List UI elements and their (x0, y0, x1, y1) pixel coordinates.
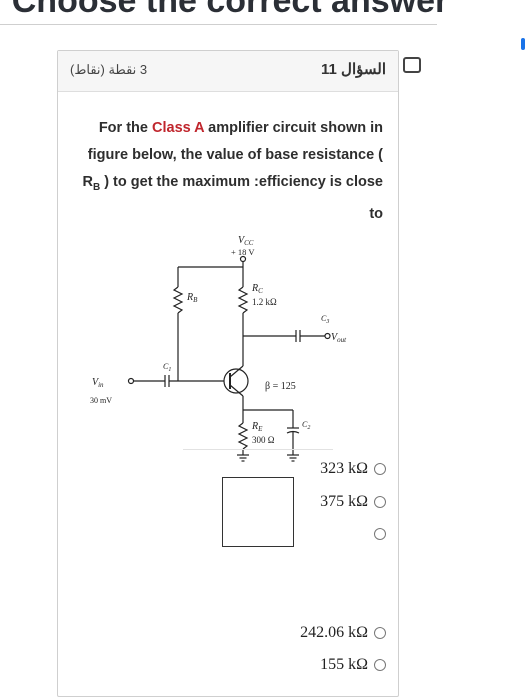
radio-button[interactable] (374, 528, 386, 540)
option-4[interactable]: 242.06 kΩ (300, 621, 386, 645)
rb-label: RB (186, 292, 198, 304)
divider (183, 449, 333, 450)
vin-value: 30 mV (90, 396, 112, 405)
c1-label: C1 (163, 362, 171, 373)
page-heading: Choose the correct answer (0, 0, 460, 18)
option-label: 155 kΩ (320, 656, 368, 673)
question-text-accent: Class A (152, 120, 205, 136)
vin-label: Vin (92, 377, 104, 389)
option-1[interactable]: 323 kΩ (320, 457, 386, 481)
option-2[interactable]: 375 kΩ (320, 490, 386, 514)
radio-button[interactable] (374, 627, 386, 639)
radio-button[interactable] (374, 659, 386, 671)
scroll-indicator (521, 38, 525, 50)
question-header: السؤال 11 3 نقطة (نقاط) (58, 51, 398, 92)
option-3-image-box (222, 477, 294, 547)
question-points: 3 نقطة (نقاط) (70, 62, 148, 77)
amplifier-circuit-diagram: VCC + 18 V RB RC 1.2 kΩ C1 C3 Vout Vin 3… (90, 235, 347, 462)
vcc-value: + 18 V (231, 247, 255, 257)
option-label: 375 kΩ (320, 493, 368, 510)
radio-button[interactable] (374, 463, 386, 475)
rc-label: RC (251, 283, 263, 295)
question-text-sub: B (92, 181, 101, 193)
beta-value: β = 125 (265, 381, 296, 392)
option-5[interactable]: 155 kΩ (320, 653, 386, 677)
c2-label: C2 (302, 420, 310, 431)
question-number: السؤال 11 (321, 61, 386, 78)
vcc-label: VCC (238, 235, 254, 247)
re-value: 300 Ω (252, 435, 275, 445)
option-3[interactable] (368, 522, 386, 546)
question-text-part: amplifier circuit shown in figure below,… (82, 120, 383, 190)
option-label: 323 kΩ (320, 460, 368, 477)
option-label: 242.06 kΩ (300, 624, 368, 641)
re-label: RE (251, 421, 263, 433)
question-text-part: ) to get the maximum :efficiency is clos… (100, 174, 383, 222)
c3-label: C3 (321, 314, 329, 325)
rc-value: 1.2 kΩ (252, 297, 277, 307)
heading-divider (0, 24, 437, 25)
question-text: For the Class A amplifier circuit shown … (78, 115, 383, 228)
question-card: السؤال 11 3 نقطة (نقاط) For the Class A … (57, 50, 399, 697)
radio-button[interactable] (374, 496, 386, 508)
vout-label: Vout (331, 332, 347, 344)
flag-question-icon[interactable] (403, 57, 421, 73)
question-text-part: For the (98, 120, 152, 136)
